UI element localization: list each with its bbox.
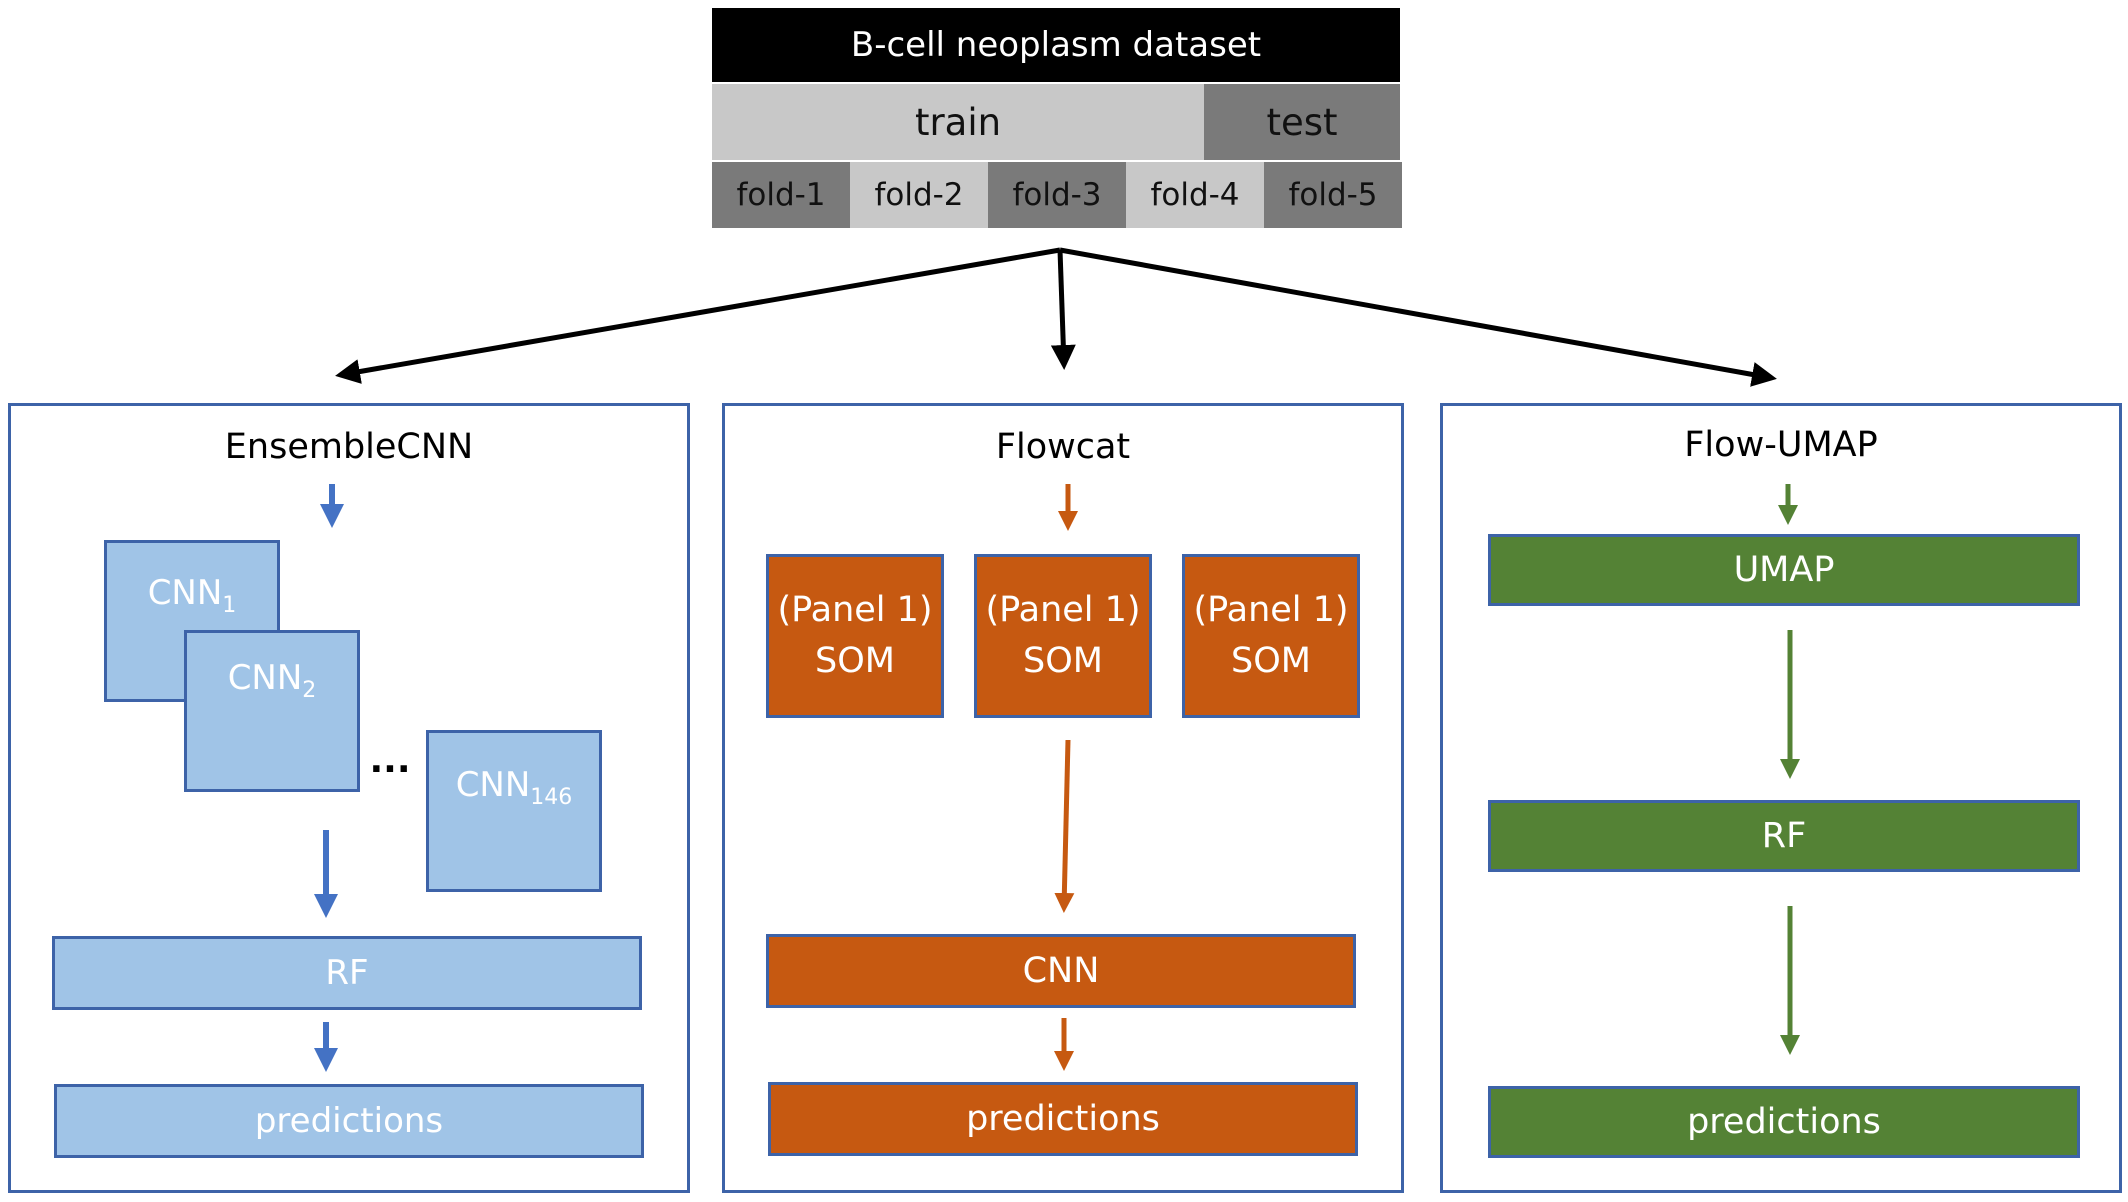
- ensemblecnn-title: EnsembleCNN: [224, 427, 474, 467]
- dataset-title: B-cell neoplasm dataset: [712, 8, 1400, 82]
- ensemble-predictions-box: predictions: [54, 1084, 644, 1158]
- cnn-1-label: CNN1: [147, 573, 237, 618]
- som-3-line1: (Panel 1): [1193, 590, 1349, 631]
- flowumap-panel: [1440, 403, 2122, 1193]
- flowcat-title: Flowcat: [995, 427, 1131, 467]
- som-box-2: (Panel 1) SOM: [974, 554, 1152, 718]
- som-3-line2: SOM: [1231, 641, 1311, 681]
- cnn-2-label: CNN2: [227, 658, 317, 703]
- som-box-1: (Panel 1) SOM: [766, 554, 944, 718]
- ellipsis: ...: [369, 739, 411, 781]
- test-split: test: [1204, 84, 1400, 160]
- cnn-2-box: CNN2: [184, 630, 360, 792]
- som-1-line1: (Panel 1): [777, 590, 933, 631]
- umap-box: UMAP: [1488, 534, 2080, 606]
- flowcat-cnn-box: CNN: [766, 934, 1356, 1008]
- fold-5: fold-5: [1264, 162, 1402, 228]
- fold-4: fold-4: [1126, 162, 1264, 228]
- flowumap-predictions-box: predictions: [1488, 1086, 2080, 1158]
- fold-1: fold-1: [712, 162, 850, 228]
- som-1-line2: SOM: [815, 641, 895, 681]
- som-2-line2: SOM: [1023, 641, 1103, 681]
- cnn-146-label: CNN146: [455, 765, 573, 810]
- flowcat-panel: [722, 403, 1404, 1193]
- flowcat-predictions-box: predictions: [768, 1082, 1358, 1156]
- arrow-to-ensemblecnn: [335, 247, 1061, 384]
- som-box-3: (Panel 1) SOM: [1182, 554, 1360, 718]
- flowumap-rf-box: RF: [1488, 800, 2080, 872]
- cnn-146-box: CNN146: [426, 730, 602, 892]
- fold-3: fold-3: [988, 162, 1126, 228]
- arrow-to-flowumap: [1059, 247, 1777, 387]
- som-2-line1: (Panel 1): [985, 590, 1141, 631]
- fold-2: fold-2: [850, 162, 988, 228]
- ensemble-rf-box: RF: [52, 936, 642, 1010]
- flowumap-title: Flow-UMAP: [1684, 425, 1878, 465]
- train-split: train: [712, 84, 1204, 160]
- arrow-to-flowcat: [1050, 249, 1076, 370]
